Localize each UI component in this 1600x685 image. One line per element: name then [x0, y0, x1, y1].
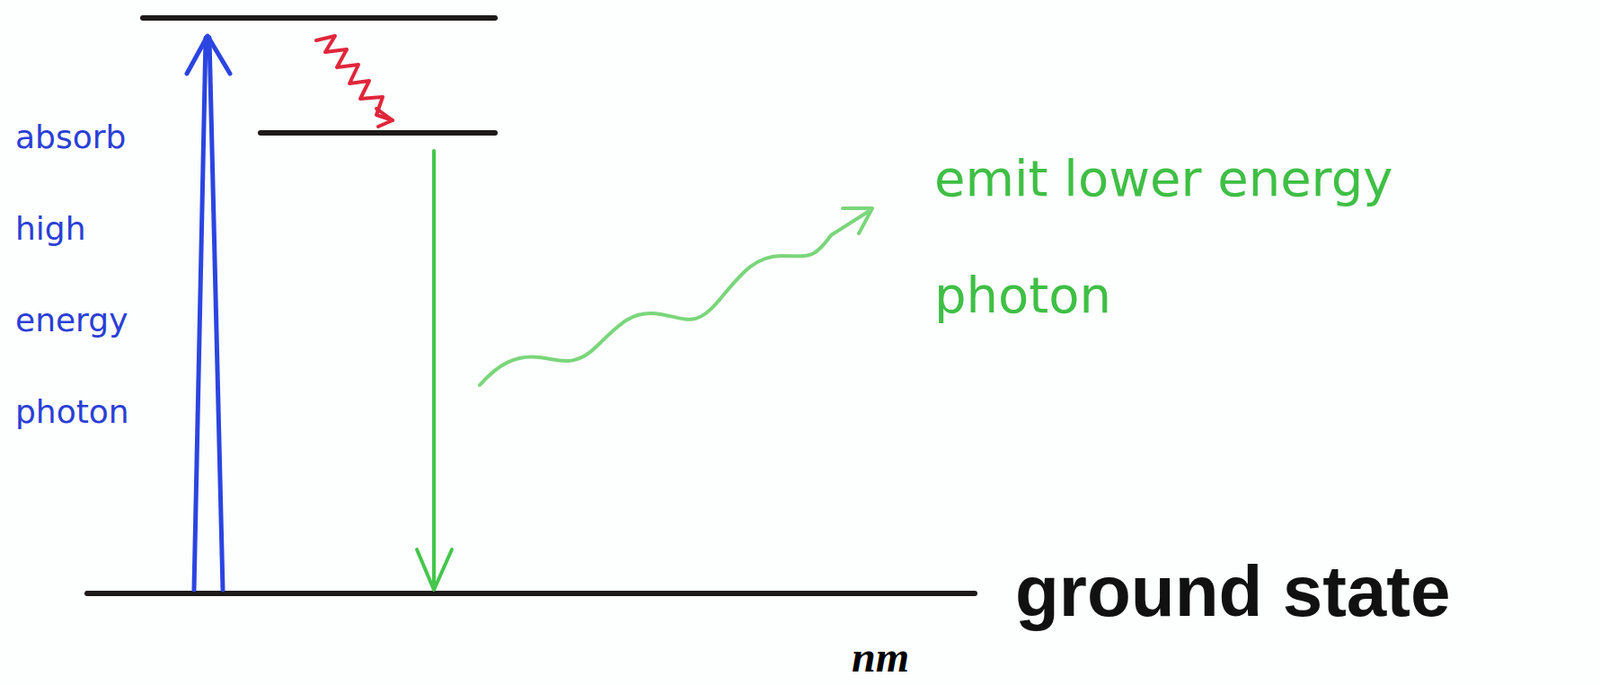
unit-label: nm: [851, 634, 910, 682]
emit-annotation: emit lower energy photon: [934, 120, 1402, 354]
relaxation-squiggle: [316, 35, 393, 127]
absorb-annotation: absorb high energy photon: [15, 91, 173, 459]
ground-level: [87, 591, 975, 597]
intermediate-level: [260, 130, 496, 136]
absorption-arrow: [186, 35, 230, 591]
excited-level: [142, 15, 496, 21]
emitted-photon-wave: [479, 208, 873, 386]
ground-state-label: ground state: [1015, 552, 1450, 632]
emission-arrow: [416, 150, 452, 591]
